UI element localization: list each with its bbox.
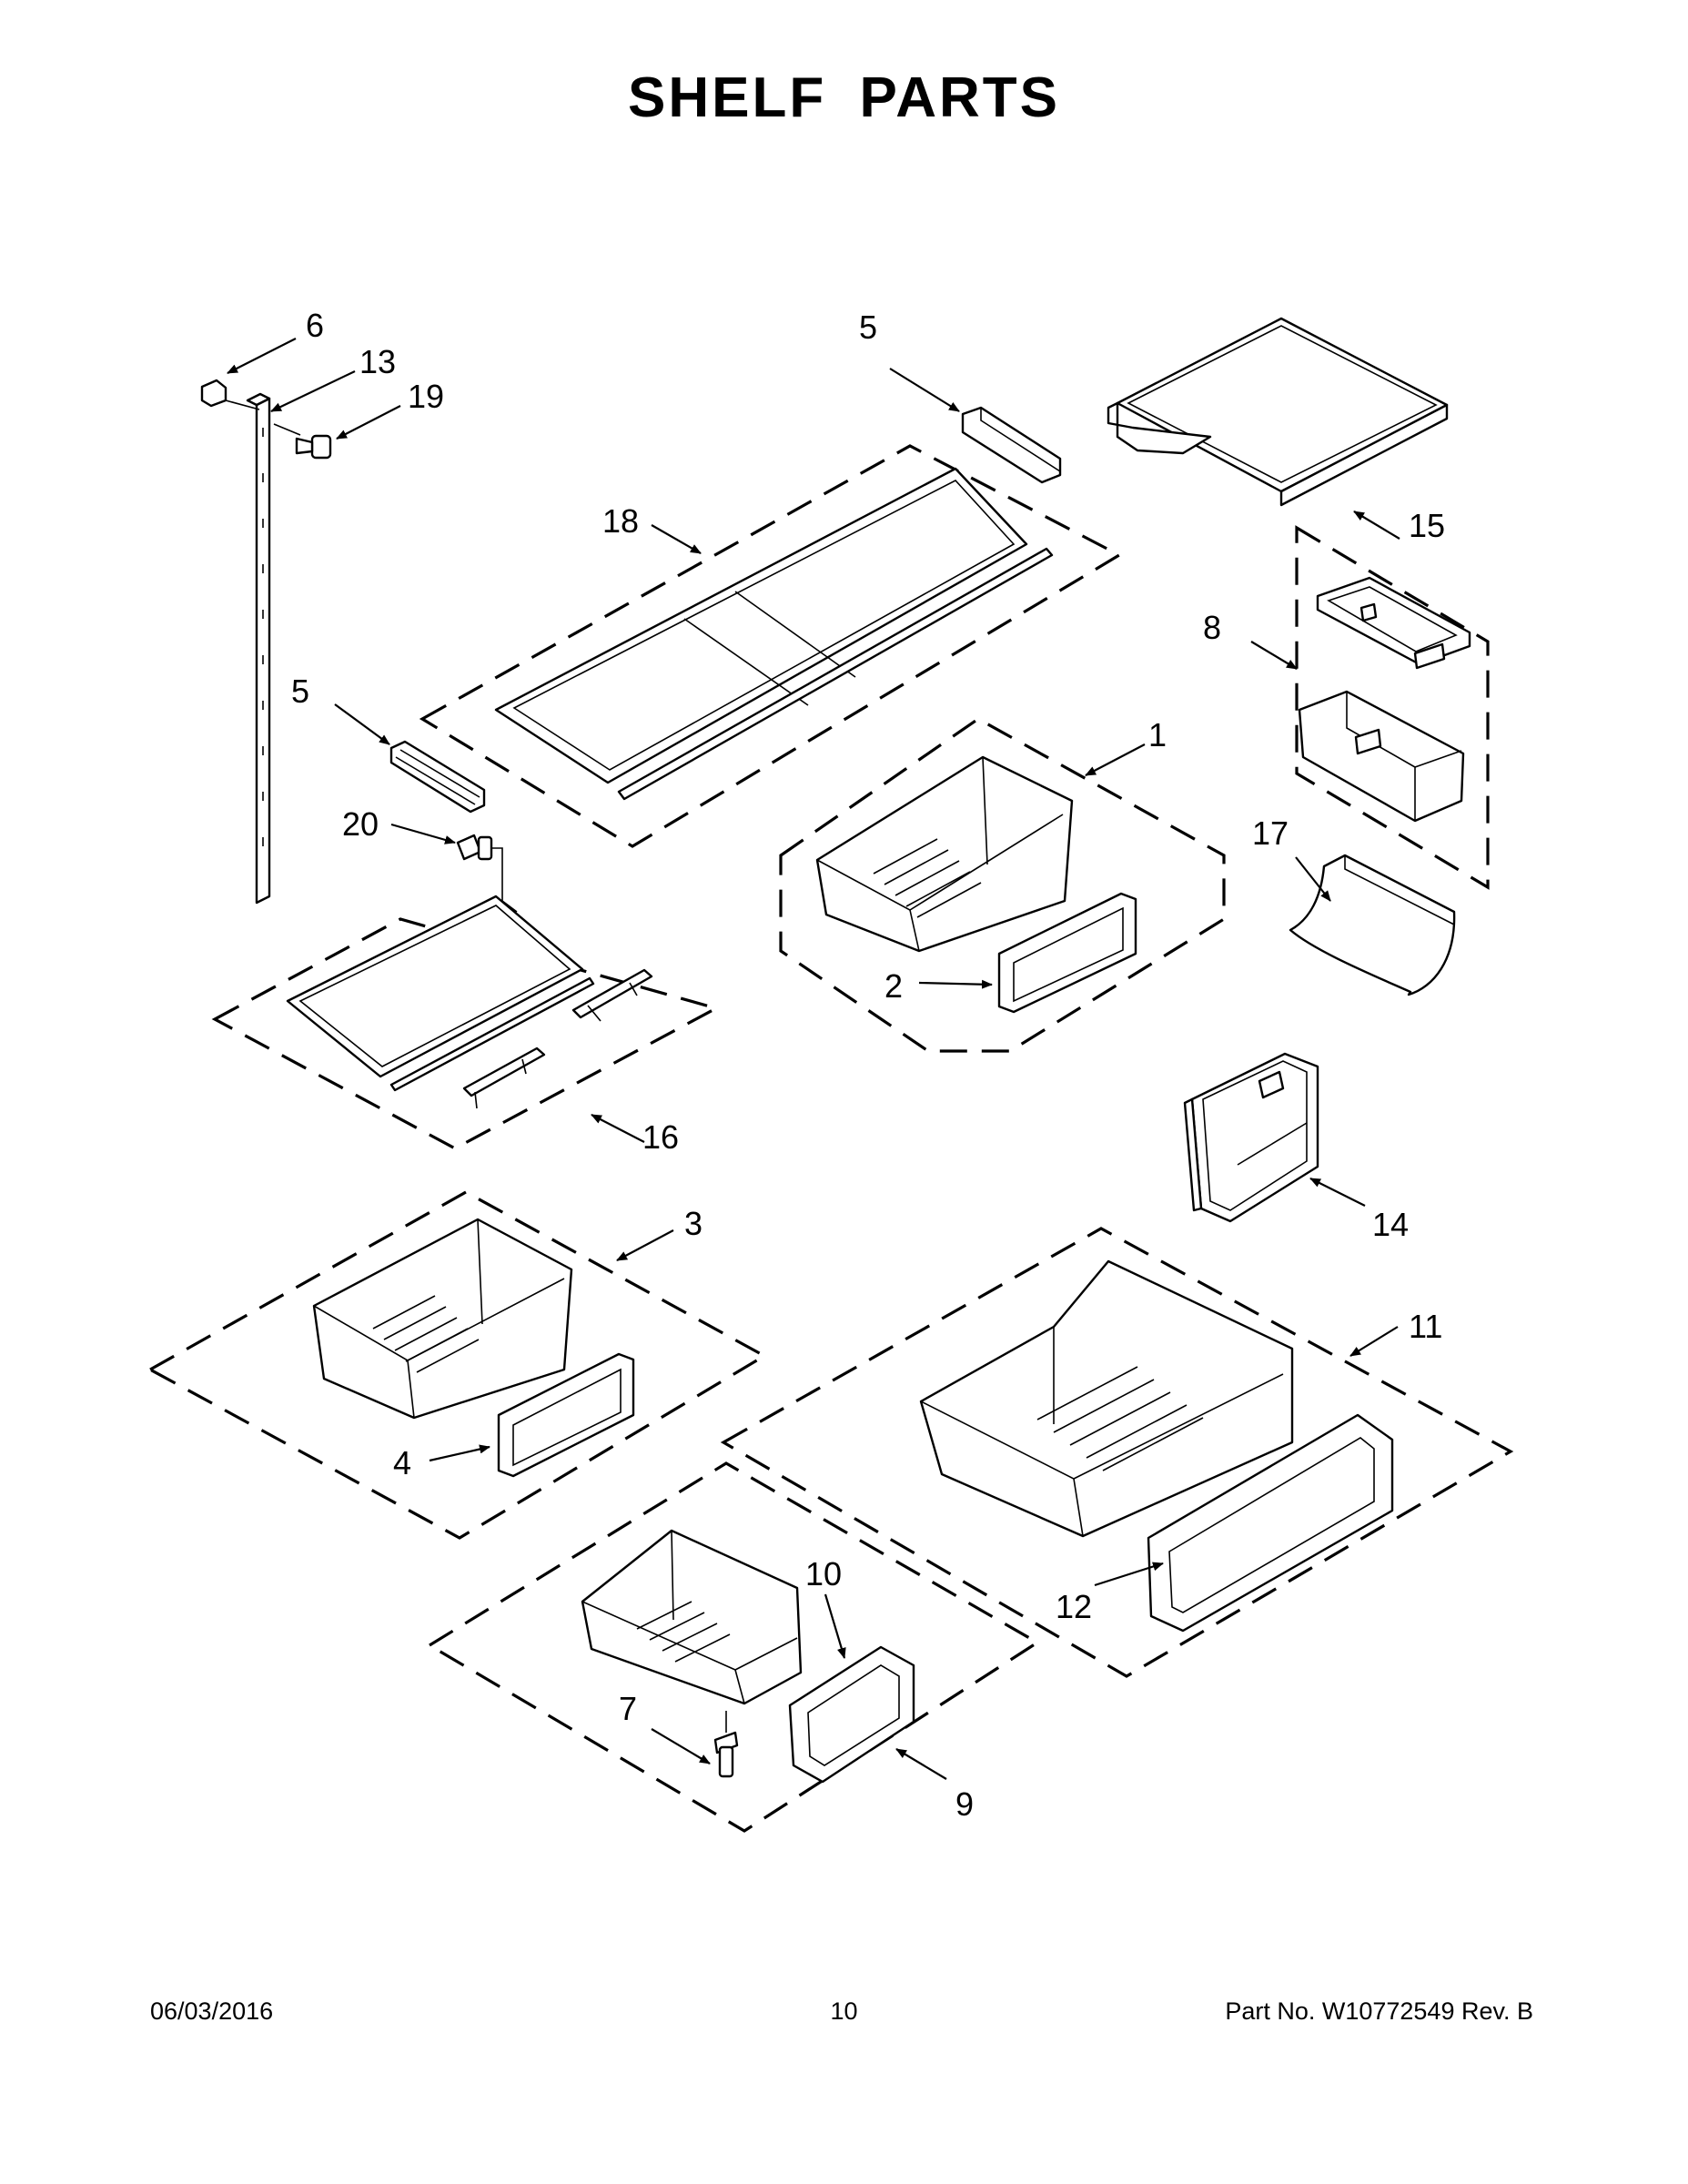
- ice-bin-lid: [1316, 576, 1471, 670]
- dashed-boundary-1: [779, 717, 1226, 1053]
- callout-11: 11: [1409, 1308, 1442, 1345]
- callout-5b: 5: [291, 672, 309, 710]
- freezer-drawer-front: [1147, 1413, 1394, 1633]
- dashed-boundary-16: [211, 917, 721, 1150]
- lower-glass-shelf: [286, 895, 595, 1092]
- shelf-end-clip-left: [389, 740, 486, 814]
- crisper-drawer-front: [497, 1352, 635, 1478]
- shelf-slide-bracket-right: [571, 968, 653, 1022]
- callout-5a: 5: [859, 308, 877, 346]
- crisper-drawer: [312, 1218, 573, 1420]
- callout-15: 15: [1409, 507, 1445, 544]
- dashed-boundary-9: [426, 1461, 1041, 1833]
- callout-2: 2: [884, 967, 903, 1005]
- dashed-boundary-11: [720, 1227, 1514, 1678]
- callout-7: 7: [619, 1690, 637, 1727]
- slide-out-shelf: [1107, 317, 1449, 507]
- freezer-drawer: [919, 1259, 1294, 1538]
- deli-drawer-front: [997, 892, 1137, 1014]
- callout-13: 13: [359, 343, 396, 380]
- callout-18: 18: [602, 502, 639, 540]
- callout-14: 14: [1372, 1206, 1409, 1243]
- small-freezer-drawer-front: [788, 1645, 915, 1784]
- curved-shelf-guard: [1289, 854, 1456, 996]
- shelf-end-clip-upper: [961, 406, 1062, 484]
- ice-bin-tray: [1298, 690, 1465, 823]
- drawer-screw: [713, 1711, 739, 1778]
- callout-4: 4: [393, 1444, 411, 1481]
- door-bin-frame: [1183, 1052, 1319, 1223]
- callout-labels: 1 2 3 4 5 5 6 7 8 9 10 11 12 13 14 15 16…: [291, 307, 1445, 1823]
- callout-12: 12: [1056, 1588, 1092, 1625]
- callout-9: 9: [955, 1785, 974, 1823]
- shelf-screw: [456, 834, 518, 913]
- callout-17: 17: [1252, 814, 1289, 852]
- dashed-boundary-8: [1295, 525, 1490, 890]
- callout-10: 10: [805, 1555, 842, 1592]
- page-title: SHELF PARTS: [628, 66, 1060, 129]
- deli-drawer: [815, 755, 1074, 953]
- callout-16: 16: [642, 1118, 679, 1156]
- footer-page-number: 10: [830, 1997, 858, 2025]
- callout-6: 6: [306, 307, 324, 344]
- dashed-boundary-18: [419, 444, 1123, 848]
- callout-1: 1: [1148, 716, 1167, 753]
- leader-arrows: [227, 338, 1400, 1780]
- callout-19: 19: [408, 378, 444, 415]
- rail-cap: [200, 379, 260, 410]
- callout-20: 20: [342, 805, 379, 843]
- small-freezer-drawer: [581, 1529, 803, 1705]
- upper-glass-shelf: [494, 467, 1054, 801]
- footer-date: 06/03/2016: [150, 1997, 274, 2025]
- rail-screw: [273, 423, 332, 460]
- shelf-slide-bracket-left: [462, 1046, 546, 1109]
- footer-part-number: Part No. W10772549 Rev. B: [1225, 1997, 1533, 2025]
- callout-3: 3: [684, 1205, 702, 1242]
- shelf-rail: [246, 392, 271, 905]
- dashed-boundary-3: [147, 1190, 768, 1540]
- callout-8: 8: [1203, 609, 1221, 646]
